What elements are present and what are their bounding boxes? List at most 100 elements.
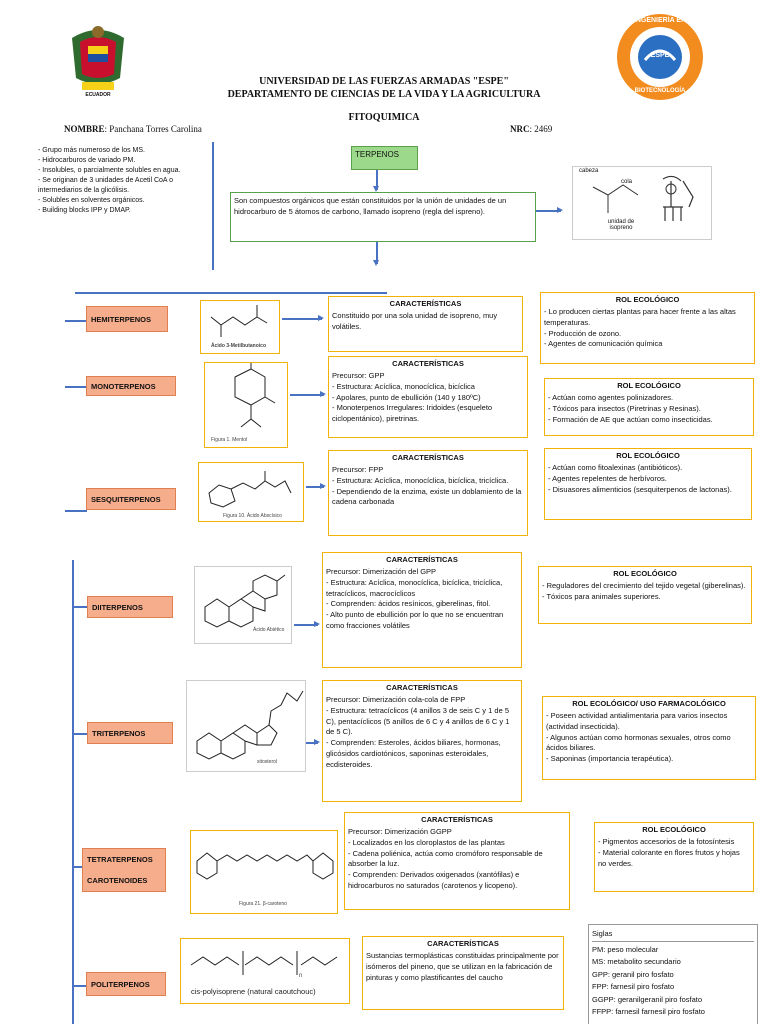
- class-label-2: CAROTENOIDES: [87, 876, 148, 885]
- eco-line: - Actúan como fitoalexinas (antibióticos…: [548, 463, 683, 472]
- char-title: CARACTERÍSTICAS: [386, 683, 458, 692]
- eco-line: - Agentes repelentes de herbívoros.: [548, 473, 667, 483]
- siglas-item: GPP: geranil piro fosfato: [592, 969, 674, 979]
- name-label: NOMBRE: [64, 124, 105, 134]
- class-label: SESQUITERPENOS: [91, 494, 161, 504]
- right-logo: INGENIERÍA EN ESPE BIOTECNOLOGÍA: [615, 12, 705, 102]
- structure-sesquiterpenos: Figura 10. Ácido Abscísico: [198, 462, 304, 522]
- eco-title: ROL ECOLÓGICO: [613, 569, 677, 578]
- char-line: Precursor: Dimerización del GPP: [326, 567, 437, 576]
- left-logo-text: ECUADOR: [85, 92, 111, 98]
- eco-title: ROL ECOLÓGICO: [615, 295, 680, 304]
- char-line: - Localizados en los cloroplastos de las…: [348, 837, 505, 847]
- class-box-tetraterpenos: TETRATERPENOS CAROTENOIDES: [82, 848, 166, 892]
- char-line: - Comprenden: Derivados oxigenados (xant…: [348, 870, 520, 890]
- definition-box: Son compuestos orgánicos que están const…: [230, 192, 536, 242]
- left-logo: ECUADOR: [62, 18, 134, 100]
- right-logo-text-top: INGENIERÍA EN: [633, 17, 687, 24]
- arrow: [282, 315, 324, 321]
- structure-politerpenos: n cis-polyisoprene (natural caoutchouc): [180, 938, 350, 1004]
- intro-bullet: - Insolubles, o parcialmente solubles en…: [38, 167, 181, 174]
- structure-triterpenos: sitosterol: [186, 680, 306, 772]
- connector: [74, 606, 88, 608]
- intro-bullet: - Se originan de 3 unidades de Acetil Co…: [38, 177, 174, 194]
- intro-bullet: - Building blocks IPP y DMAP.: [38, 207, 131, 214]
- char-box-sesquiterpenos: CARACTERÍSTICAS Precursor: FPP - Estruct…: [328, 450, 528, 536]
- name-value: : Panchana Torres Carolina: [104, 124, 202, 134]
- terpenos-label: TERPENOS: [355, 150, 400, 159]
- main-horizontal-line: [75, 292, 387, 294]
- char-line: - Estructura: Acíclica, monocíclica, bic…: [326, 577, 503, 598]
- eco-box-diterpenos: ROL ECOLÓGICO - Reguladores del crecimie…: [538, 566, 752, 624]
- eco-box-monoterpenos: ROL ECOLÓGICO - Actúan como agentes poli…: [544, 378, 754, 436]
- eco-line: - Lo producen ciertas plantas para hacer…: [544, 307, 736, 327]
- class-label: TRITERPENOS: [92, 728, 146, 738]
- eco-box-tetraterpenos: ROL ECOLÓGICO - Pigmentos accesorios de …: [594, 822, 754, 892]
- siglas-item: FPP: farnesil piro fosfato: [592, 982, 675, 991]
- nrc-label: NRC: [510, 124, 530, 134]
- lower-spine: [72, 560, 74, 1024]
- eco-line: - Disuasores alimenticios (sesquiterpeno…: [548, 484, 732, 494]
- structure-n: n: [299, 973, 303, 979]
- class-box-monoterpenos: MONOTERPENOS: [86, 376, 176, 396]
- char-line: - Estructura: Acíclica, monocíclica, bic…: [332, 381, 475, 391]
- char-title: CARACTERÍSTICAS: [389, 299, 462, 308]
- char-title: CARACTERÍSTICAS: [427, 939, 499, 948]
- right-logo-center: ESPE: [650, 52, 670, 59]
- isoprene-figure: cabeza cola unidad de isopreno: [572, 166, 712, 240]
- char-line: - Estructura: Acíclica, monocíclica, bic…: [332, 475, 509, 485]
- class-label: POLITERPENOS: [91, 979, 150, 989]
- eco-line: - Actúan como agentes polinizadores.: [548, 393, 674, 402]
- eco-title: ROL ECOLÓGICO: [642, 825, 706, 834]
- eco-line: - Saponinas (importancia terapéutica).: [546, 754, 674, 764]
- eco-line: - Algunos actúan como hormonas sexuales,…: [546, 732, 731, 753]
- nrc: NRC: 2469: [510, 124, 552, 134]
- eco-line: - Material colorante en flores frutos y …: [598, 847, 740, 868]
- connector: [65, 320, 87, 322]
- siglas-item: PM: peso molecular: [592, 944, 659, 954]
- structure-monoterpenos: Figura 1. Mentol: [204, 362, 288, 448]
- definition-arrow: [536, 207, 563, 213]
- structure-tetraterpenos: Figura 21. β-caroteno: [190, 830, 338, 914]
- char-line: Precursor: Dimerización GGPP: [348, 827, 452, 836]
- eco-box-sesquiterpenos: ROL ECOLÓGICO - Actúan como fitoalexinas…: [544, 448, 752, 520]
- char-box-tetraterpenos: CARACTERÍSTICAS Precursor: Dimerización …: [344, 812, 570, 910]
- eco-line: - Formación de AE que actúan como insect…: [548, 414, 713, 424]
- isoprene-unidad: unidad de isopreno: [607, 219, 635, 231]
- siglas-item: MS: metabolito secundario: [592, 957, 681, 966]
- class-box-diterpenos: DIITERPENOS: [87, 596, 173, 618]
- char-line: Sustancias termoplásticas constituidas p…: [366, 951, 559, 982]
- siglas-item: GGPP: geranilgeranil piro fosfato: [592, 994, 703, 1004]
- arrow: [290, 391, 326, 397]
- connector: [65, 386, 87, 388]
- char-line: Precursor: Dimerización cola-cola de FPP: [326, 695, 466, 704]
- structure-caption: cis-polyisoprene (natural caoutchouc): [191, 987, 316, 996]
- eco-box-hemiterpenos: ROL ECOLÓGICO - Lo producen ciertas plan…: [540, 292, 755, 364]
- department-title: DEPARTAMENTO DE CIENCIAS DE LA VIDA Y LA…: [227, 89, 541, 100]
- siglas-box: Siglas PM: peso molecular MS: metabolito…: [588, 924, 758, 1024]
- terpenos-box: TERPENOS: [351, 146, 418, 170]
- char-title: CARACTERÍSTICAS: [392, 359, 464, 368]
- char-box-hemiterpenos: CARACTERÍSTICAS Constituido por una sola…: [328, 296, 523, 352]
- class-label: HEMITERPENOS: [91, 314, 152, 324]
- class-label: DIITERPENOS: [92, 602, 143, 612]
- class-label: TETRATERPENOS: [87, 855, 153, 864]
- arrow: [306, 483, 326, 489]
- intro-bullet: - Grupo más numeroso de los MS.: [38, 147, 145, 154]
- structure-caption: Figura 1. Mentol: [211, 437, 248, 443]
- char-box-diterpenos: CARACTERÍSTICAS Precursor: Dimerización …: [322, 552, 522, 668]
- char-line: Precursor: FPP: [332, 465, 384, 474]
- char-line: - Comprenden: ácidos resínicos, gibereli…: [326, 599, 491, 609]
- intro-divider: [212, 142, 214, 270]
- char-line: - Estructura: tetracíclicos (4 anillos 3…: [326, 705, 510, 737]
- eco-line: - Reguladores del crecimiento del tejido…: [542, 581, 746, 590]
- siglas-title: Siglas: [592, 928, 754, 942]
- char-box-monoterpenos: CARACTERÍSTICAS Precursor: GPP - Estruct…: [328, 356, 528, 438]
- char-line: - Cadena poliénica, actúa como cromóforo…: [348, 848, 543, 869]
- char-line: - Alto punto de ebullición por lo que no…: [326, 610, 504, 630]
- class-box-sesquiterpenos: SESQUITERPENOS: [86, 488, 176, 510]
- intro-bullets: - Grupo más numeroso de los MS. - Hidroc…: [38, 146, 216, 216]
- class-box-hemiterpenos: HEMITERPENOS: [86, 306, 168, 332]
- eco-line: - Producción de ozono.: [544, 328, 622, 338]
- structure-caption: Figura 10. Ácido Abscísico: [223, 513, 282, 519]
